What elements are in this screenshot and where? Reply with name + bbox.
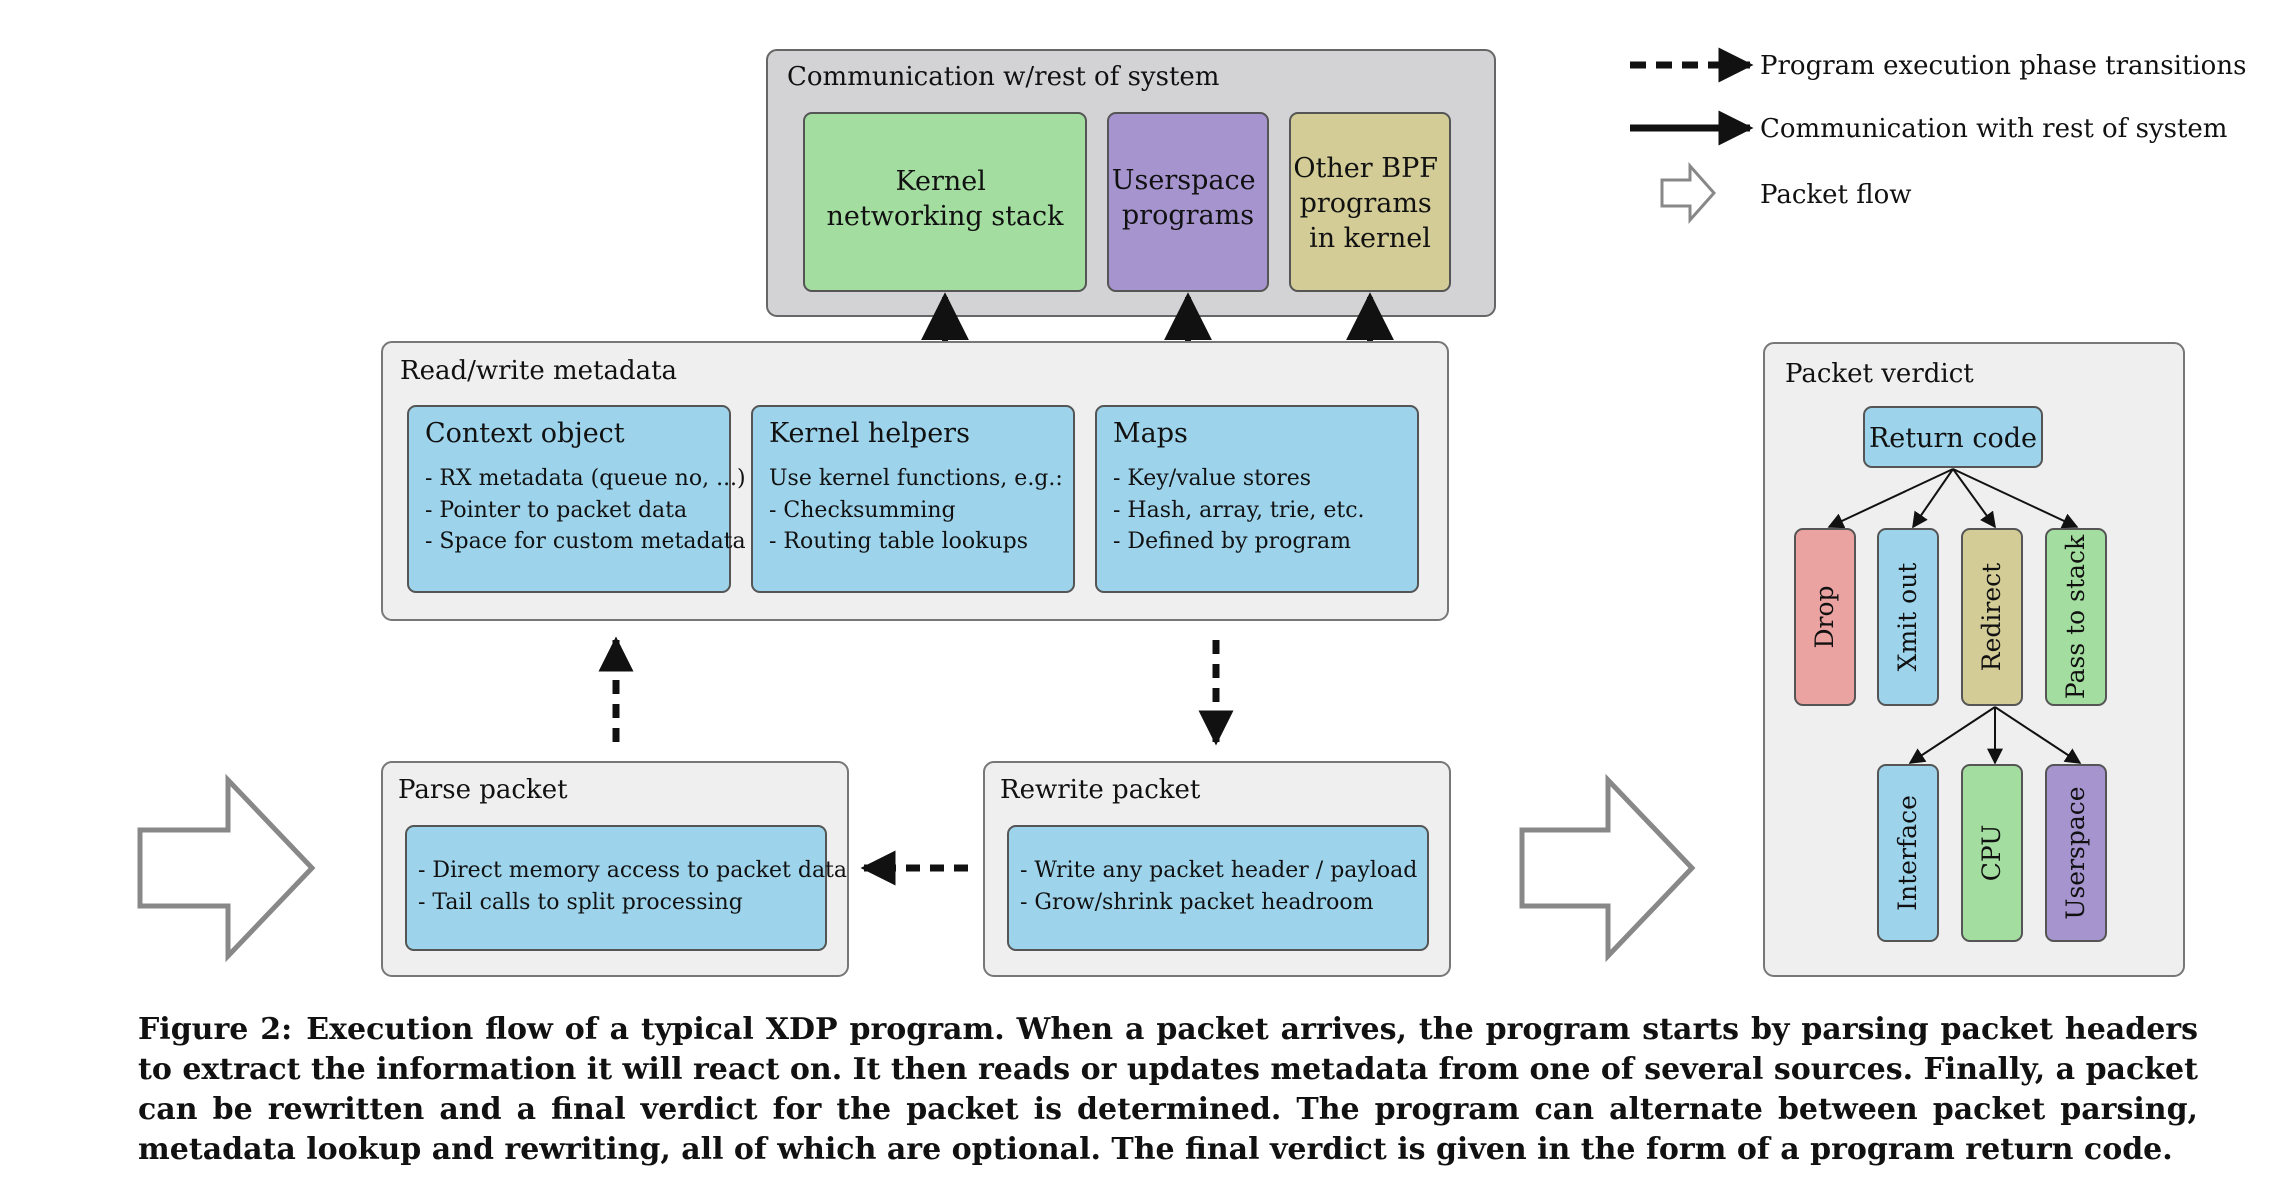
parse-line-2: - Tail calls to split processing (418, 890, 743, 915)
redirect-box (1961, 528, 2023, 706)
maps-line-1: - Key/value stores (1113, 466, 1311, 491)
kernel-stack-line-2: networking stack (826, 201, 1064, 232)
phase-transition-arrows (598, 636, 1234, 886)
kernel-networking-stack-box (803, 112, 1087, 292)
other-bpf-line-2: programs (1300, 188, 1432, 219)
svg-text:- Key/value stores - H: - Key/value stores - Hash, array, trie, … (1113, 466, 1372, 554)
metadata-panel: Read/write metadata Context object - RX … (381, 341, 1449, 621)
userspace-programs-box (1107, 112, 1269, 292)
drop-label: Drop (1810, 585, 1839, 648)
helpers-line-3: - Routing table lookups (769, 529, 1028, 554)
interface-box (1877, 764, 1939, 942)
userspace-target-box (2045, 764, 2107, 942)
communication-panel-title: Communication w/rest of system (787, 62, 1219, 92)
legend-hollow-arrow (1660, 162, 1717, 224)
svg-text:Kernel networking stac: Kernel networking stack (826, 166, 1064, 232)
context-line-3: - Space for custom metadata (425, 529, 746, 554)
rewrite-line-1: - Write any packet header / payload (1020, 858, 1417, 883)
userspace-line-2: programs (1122, 200, 1254, 231)
figure-caption: Figure 2:Execution flow of a typical XDP… (138, 1010, 2198, 1170)
other-bpf-line-1: Other BPF (1293, 153, 1438, 184)
context-object-title: Context object (425, 418, 625, 449)
helpers-line-1: Use kernel functions, e.g.: (769, 466, 1063, 491)
rewrite-line-2: - Grow/shrink packet headroom (1020, 890, 1374, 915)
pass-to-stack-box (2045, 528, 2107, 706)
kernel-helpers-box (751, 405, 1075, 593)
kernel-helpers-title: Kernel helpers (769, 418, 970, 449)
userspace-target-label: Userspace (2061, 786, 2090, 919)
parse-packet-detail-box (405, 825, 827, 951)
context-line-2: - Pointer to packet data (425, 498, 687, 523)
figure-caption-text: Execution flow of a typical XDP program.… (138, 1012, 2198, 1167)
interface-label: Interface (1893, 795, 1922, 911)
context-line-1: - RX metadata (queue no, ...) (425, 466, 746, 491)
legend-dashed-label: Program execution phase transitions (1760, 51, 2246, 81)
other-bpf-programs-box (1289, 112, 1451, 292)
packet-verdict-title: Packet verdict (1785, 359, 1974, 389)
xmit-out-label: Xmit out (1893, 563, 1922, 672)
xmit-out-box (1877, 528, 1939, 706)
legend-hollow-label: Packet flow (1760, 180, 1912, 210)
cpu-box (1961, 764, 2023, 942)
packet-verdict-panel: Packet verdict Return code Drop Xmit out… (1763, 342, 2185, 977)
svg-text:Userspace programs: Userspace programs (1112, 165, 1264, 231)
userspace-line-1: Userspace (1112, 165, 1256, 196)
metadata-panel-title: Read/write metadata (400, 356, 677, 386)
kernel-stack-line-1: Kernel (896, 166, 986, 197)
helpers-line-2: - Checksumming (769, 498, 956, 523)
maps-line-2: - Hash, array, trie, etc. (1113, 498, 1365, 523)
communication-panel: Communication w/rest of system Kernel ne… (766, 49, 1496, 317)
rewrite-packet-detail-box (1007, 825, 1429, 951)
maps-box (1095, 405, 1419, 593)
figure-caption-label: Figure 2: (138, 1012, 293, 1047)
svg-text:- RX metadata (queue no, ...): - RX metadata (queue no, ...) - Pointer … (425, 466, 753, 554)
svg-text:- Write any packet header / pa: - Write any packet header / payload - Gr… (1020, 858, 1424, 915)
svg-text:- Direct memory access to pack: - Direct memory access to packet data - … (418, 858, 854, 915)
parse-packet-panel: Parse packet - Direct memory access to p… (381, 761, 854, 977)
svg-text:Use kernel functions, e.g.:: Use kernel functions, e.g.: - Checksummi… (769, 466, 1070, 554)
svg-text:Other BPF programs: Other BPF programs in kernel (1293, 153, 1446, 254)
maps-title: Maps (1113, 418, 1188, 449)
redirect-label: Redirect (1977, 563, 2006, 671)
rewrite-packet-panel: Rewrite packet - Write any packet header… (983, 761, 1451, 977)
pass-to-stack-label: Pass to stack (2061, 534, 2090, 699)
packet-flow-arrow-out (1519, 773, 1696, 963)
context-object-box (407, 405, 731, 593)
parse-packet-title: Parse packet (398, 775, 568, 805)
maps-line-3: - Defined by program (1113, 529, 1351, 554)
legend-solid-label: Communication with rest of system (1760, 114, 2227, 144)
legend: Program execution phase transitions Comm… (1630, 47, 2246, 224)
parse-line-1: - Direct memory access to packet data (418, 858, 847, 883)
packet-flow-arrow-in (137, 773, 316, 963)
drop-box (1794, 528, 1856, 706)
return-code-label: Return code (1869, 423, 2037, 454)
other-bpf-line-3: in kernel (1309, 223, 1431, 254)
cpu-label: CPU (1977, 825, 2006, 882)
return-code-box (1863, 406, 2043, 468)
rewrite-packet-title: Rewrite packet (1000, 775, 1201, 805)
